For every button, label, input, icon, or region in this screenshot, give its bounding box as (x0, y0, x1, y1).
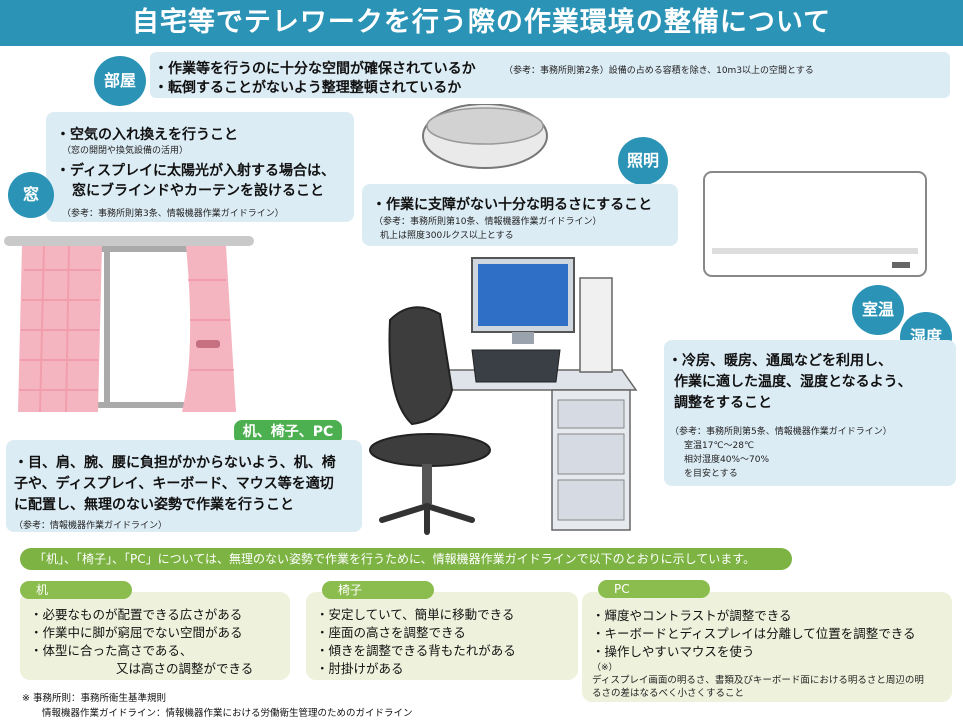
temperature-label: 室温 (852, 285, 904, 335)
chair-req-item: ・肘掛けがある (316, 661, 404, 676)
desk-chair-pc-illustration (369, 257, 638, 535)
desk-req-item: ・体型に合った高さである、 (30, 643, 193, 658)
climate-note2: 室温17℃～28℃ (684, 441, 755, 451)
footer-note2: 情報機器作業ガイドライン：情報機器作業における労働衛生管理のためのガイドライン (42, 708, 413, 719)
desk-panel (6, 440, 362, 532)
desk-req-item: ・必要なものが配置できる広さがある (30, 607, 243, 622)
window-line2b: 窓にブラインドやカーテンを設けること (72, 183, 324, 199)
lighting-note1: （参考：事務所則第10条、情報機器作業ガイドライン） (374, 217, 602, 227)
room-note1: （参考：事務所則第2条）設備の占める容積を除き、10m3以上の空間とする (504, 66, 814, 76)
room-line1: ・作業等を行うのに十分な空間が確保されているか (154, 61, 476, 77)
lighting-panel (362, 184, 678, 246)
window-line1: ・空気の入れ換えを行うこと (56, 127, 238, 143)
lighting-label: 照明 (618, 137, 668, 185)
desk-line2: 子や、ディスプレイ、キーボード、マウス等を適切 (14, 476, 334, 492)
pc-note-line2: るさの差はなるべく小さくすること (592, 688, 745, 699)
pc-req-item: ・輝度やコントラストが調整できる (592, 608, 792, 623)
climate-line2: 作業に適した温度、湿度となるよう、 (674, 374, 912, 390)
climate-note4: を目安とする (684, 469, 738, 479)
climate-line3: 調整をすること (674, 395, 772, 411)
room-line2: ・転倒することがないよう整理整頓されているか (154, 80, 462, 96)
lighting-line1: ・作業に支障がない十分な明るさにすること (372, 197, 653, 213)
chair-requirements-tab: 椅子 (322, 581, 434, 599)
window-note2: （参考：事務所則第3条、情報機器作業ガイドライン） (62, 209, 284, 219)
air-conditioner-illustration (703, 171, 927, 277)
room-panel (150, 52, 950, 98)
page-title: 自宅等でテレワークを行う際の作業環境の整備について (0, 0, 963, 46)
pc-req-item: ・キーボードとディスプレイは分離して位置を調整できる (592, 626, 916, 641)
desk-line1: ・目、肩、腕、腰に負担がかからないよう、机、椅 (14, 455, 336, 471)
climate-panel (664, 340, 956, 486)
lighting-note2: 机上は照度300ルクス以上とする (380, 231, 514, 241)
chair-req-item: ・座面の高さを調整できる (316, 625, 466, 640)
chair-req-item: ・傾きを調整できる背もたれがある (316, 643, 516, 658)
desk-note1: （参考：情報機器作業ガイドライン） (14, 521, 168, 531)
ceiling-light-illustration (422, 104, 548, 169)
window-panel (46, 112, 354, 222)
desk-line3: に配置し、無理のない姿勢で作業を行うこと (14, 497, 294, 513)
climate-line1: ・冷房、暖房、通風などを利用し、 (668, 353, 892, 369)
desk-requirements-tab: 机 (20, 581, 132, 599)
pc-note-mark: （※） (592, 663, 618, 673)
desk-req-item: 又は高さの調整ができる (116, 661, 254, 676)
chair-requirements-panel (306, 592, 578, 680)
chair-req-item: ・安定していて、簡単に移動できる (316, 607, 515, 622)
guideline-banner: 「机」、「椅子」、「PC」については、無理のない姿勢で作業を行うために、情報機器… (20, 548, 792, 570)
pc-req-item: ・操作しやすいマウスを使う (592, 644, 755, 659)
window-line2a: ・ディスプレイに太陽光が入射する場合は、 (56, 163, 336, 179)
climate-note3: 相対湿度40%～70% (684, 455, 770, 465)
footer-note1: ※ 事務所則：事務所衛生基準規則 (22, 693, 166, 704)
desk-requirements-panel (20, 592, 290, 680)
pc-requirements-panel (582, 592, 952, 702)
desk-req-item: ・作業中に脚が窮屈でない空間がある (30, 625, 243, 640)
curtain-illustration (4, 236, 254, 413)
window-note1: （窓の開閉や換気設備の活用） (62, 146, 189, 156)
climate-note1: （参考：事務所則第5条、情報機器作業ガイドライン） (670, 427, 892, 437)
pc-requirements-tab: PC (598, 580, 710, 598)
window-label: 窓 (8, 172, 54, 218)
room-label: 部屋 (94, 56, 146, 106)
pc-note-line1: ディスプレイ画面の明るさ、書類及びキーボード面における明るさと周辺の明 (592, 675, 924, 686)
